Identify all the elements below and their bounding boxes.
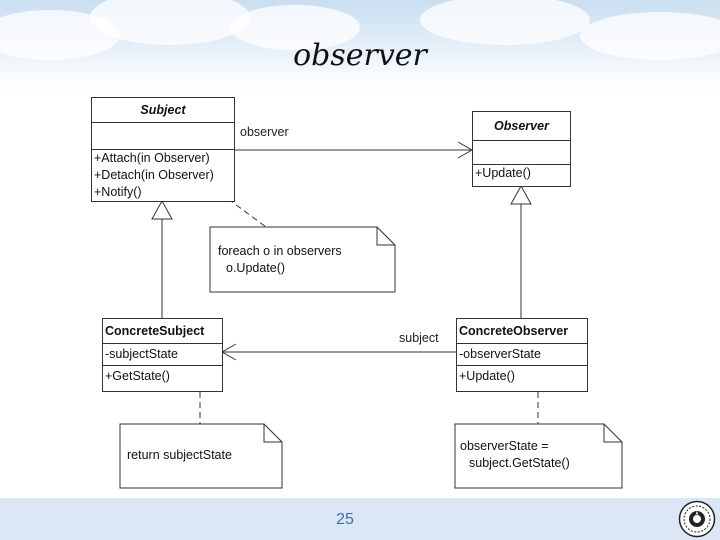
concrete-observer-class-name: ConcreteObserver (459, 324, 569, 338)
page-number: 25 (336, 511, 354, 528)
update-note-text: observerState = subject.GetState() (460, 438, 570, 472)
subject-method: +Detach(in Observer) (94, 168, 214, 182)
subject-class: Subject +Attach(in Observer) +Detach(in … (91, 97, 235, 202)
concrete-observer-methods: +Update() (457, 365, 587, 385)
subject-generalization-triangle (151, 199, 173, 220)
footer-bar (0, 498, 720, 540)
observer-attributes (473, 140, 570, 164)
concrete-subject-attribute: -subjectState (105, 347, 178, 361)
concrete-subject-class-name: ConcreteSubject (105, 324, 205, 338)
note-line: o.Update() (226, 261, 286, 275)
getstate-note-shape (119, 423, 283, 489)
subject-method: +Attach(in Observer) (94, 151, 210, 165)
note-line: subject.GetState() (469, 456, 570, 470)
observer-class-name: Observer (494, 119, 549, 133)
observer-method: +Update() (475, 166, 531, 180)
subject-class-name: Subject (140, 103, 186, 117)
slide-title: observer (293, 38, 427, 73)
notify-note-shape (209, 226, 396, 293)
note-line: foreach o in observers (218, 244, 342, 258)
concrete-subject-attributes: -subjectState (103, 343, 222, 365)
observer-methods: +Update() (473, 164, 570, 182)
concrete-observer-method: +Update() (459, 369, 515, 383)
concrete-observer-attributes: -observerState (457, 343, 587, 365)
sky-background (0, 0, 720, 95)
note-line: observerState = (460, 439, 549, 453)
concrete-subject-method: +GetState() (105, 369, 170, 383)
note-line: return subjectState (127, 448, 232, 462)
notify-note-text: foreach o in observers o.Update() (218, 243, 342, 277)
getstate-note-text: return subjectState (127, 447, 232, 464)
concrete-observer-attribute: -observerState (459, 347, 541, 361)
concrete-observer-class: ConcreteObserver -observerState +Update(… (456, 318, 588, 392)
concrete-subject-methods: +GetState() (103, 365, 222, 385)
observer-association-label: observer (240, 125, 289, 139)
observer-generalization-triangle (510, 184, 532, 205)
subject-association-label: subject (399, 331, 439, 345)
university-seal-icon (678, 500, 716, 538)
concrete-subject-class: ConcreteSubject -subjectState +GetState(… (102, 318, 223, 392)
update-note-shape (454, 423, 623, 489)
subject-methods: +Attach(in Observer) +Detach(in Observer… (92, 149, 234, 201)
observer-class: Observer +Update() (472, 111, 571, 187)
subject-method: +Notify() (94, 185, 142, 199)
subject-attributes (92, 122, 234, 149)
